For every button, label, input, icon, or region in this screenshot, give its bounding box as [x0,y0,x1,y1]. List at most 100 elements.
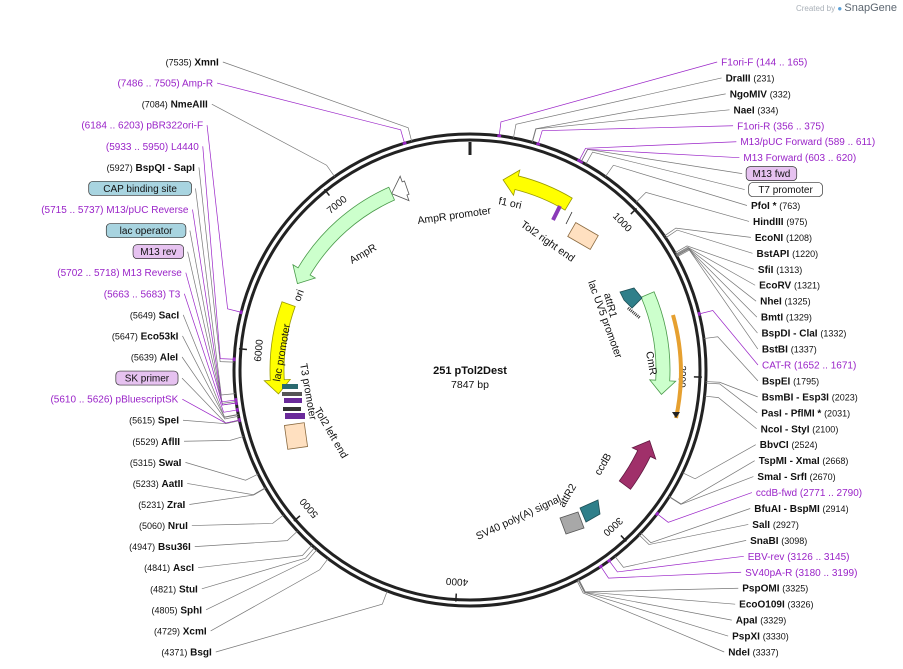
site-position: (5647) [112,331,138,341]
site-label-bsmbi-esp3i: BsmBI - Esp3I (2023) [762,392,858,403]
leader-5927-bspqi-sapi [198,167,235,363]
leader-2927-sali [638,524,749,545]
leader-3098-snabi [614,540,747,568]
leader-5702-5718-m13-reverse [185,272,237,406]
site-label-xcmi: (4729) XcmI [154,626,207,637]
site-name: BbvCI [760,440,789,451]
leader-cat-r-1652-1671 [699,310,759,366]
site-position: (334) [757,105,778,115]
leader-1313-sfii [674,245,755,270]
site-name: NheI [760,297,782,308]
leader-ebv-rev-3126-3145 [608,555,744,573]
site-label-bspei: BspEI (1795) [762,376,819,387]
site-position: (2023) [832,392,858,402]
site-label-bspqi-sapi: (5927) BspQI - SapI [107,163,195,174]
site-name: PasI - PflMI * [761,408,821,419]
leader-5060-nrui [191,514,284,526]
site-position: (4805) [152,605,178,615]
site-label-sphi: (4805) SphI [152,605,203,616]
site-name: Eco53kI [141,331,179,342]
leader-2914-bfuai-bspmi [640,508,751,544]
leader-2031-pasi-pflmi [705,382,758,414]
site-label-nhei: NheI (1325) [760,297,810,308]
site-label-bmti: BmtI (1329) [761,313,812,324]
leader-4841-asci [198,544,313,569]
site-position: (1313) [776,265,802,275]
site-name: NgoMIV [730,89,768,100]
leader-5610-5626-pbluescriptsk [182,398,240,424]
leader-5529-aflii [184,436,244,442]
leader-2524-bbvci [682,444,756,480]
leader-7535-xmni [222,61,412,142]
outer-labels: F1ori-F (144 .. 165)DraIII (231)NgoMIV (… [41,58,875,659]
site-name: AleI [160,353,179,364]
leader-m13-fwd [580,149,743,174]
site-name: BsgI [190,648,212,659]
site-position: (2668) [822,456,848,466]
primer-label-ccdb-fwd-2771-2790: ccdB-fwd (2771 .. 2790) [756,488,862,499]
site-label-draiii: DraIII (231) [726,73,775,84]
ruler-tick-7000 [323,188,331,197]
leader-2670-smai-srfi [668,476,754,505]
leader-3330-pspxi [577,579,729,637]
site-name: BstBI [762,345,788,356]
ruler-label-3000: 3000 [600,515,624,538]
leader-5615-spei [182,419,240,425]
site-name: PfoI * [751,201,777,212]
leader-4371-bsgi [215,590,388,653]
site-name: BspDI - ClaI [761,329,817,340]
leader-f1ori-f-144-165 [498,61,718,136]
site-name: HindIII [753,217,784,228]
site-label-bspdi-clai: BspDI - ClaI (1332) [761,329,846,340]
leader-5231-zrai [189,487,266,505]
primer-label-5933-5950-l4440: (5933 .. 5950) L4440 [106,142,199,153]
leader-m13-puc-forward-589-611 [578,141,737,161]
ruler-tick-6000 [238,347,248,351]
site-label-bsu36i: (4947) Bsu36I [129,542,191,553]
site-label-zrai: (5231) ZraI [138,500,185,511]
label-attr2: attR2 [556,482,579,510]
site-position: (1220) [792,249,818,259]
site-label-bstbi: BstBI (1337) [762,345,817,356]
primer-label-5715-5737-m13-puc-reverse: (5715 .. 5737) M13/pUC Reverse [41,205,189,216]
site-label-hindiii: HindIII (975) [753,217,807,228]
site-position: (3330) [763,632,789,642]
site-label-eco53ki: (5647) Eco53kI [112,331,179,342]
site-name: NaeI [734,105,755,116]
site-name: SwaI [159,458,182,469]
site-position: (7084) [142,100,168,110]
primer-mark-sv40pa-r [598,564,604,569]
box-label-lac-operator: lac operator [120,226,173,237]
primer-label-cat-r-1652-1671: CAT-R (1652 .. 1671) [762,360,856,371]
site-name: PspOMI [742,584,779,595]
attr2-block [579,499,601,523]
primer-label-m13-forward-603-620: M13 Forward (603 .. 620) [743,153,856,164]
site-name: BsmBI - Esp3I [762,392,829,403]
primer-label-5663-5683-t3: (5663 .. 5683) T3 [104,289,181,300]
tol2-right-end-block [551,205,599,250]
site-position: (5060) [139,521,165,531]
site-name: SmaI - SrfI [757,472,807,483]
site-position: (5639) [131,353,157,363]
box-label-sk-primer: SK primer [125,374,170,385]
site-name: SfiI [758,265,774,276]
site-label-pspxi: PspXI (3330) [732,632,789,643]
site-name: TspMI - XmaI [759,456,820,467]
site-position: (4821) [150,584,176,594]
ruler-label-4000: 4000 [445,575,468,587]
leader-4729-xcmi [210,558,329,632]
leader-2668-tspmi-xmai [669,460,755,505]
site-name: SpeI [158,416,179,427]
site-position: (4841) [144,563,170,573]
branding: Created by ● SnapGene [796,2,897,14]
leader-3337-ndei [576,580,725,653]
leader-1795-bspei [703,336,759,382]
site-name: BspEI [762,376,791,387]
label-ccdb: ccdB [592,451,614,477]
site-label-sali: SalI (2927) [752,520,799,531]
site-name: NmeAIII [171,100,208,111]
primer-mark-amp-r [402,141,407,145]
leader-231-draiii [513,77,722,139]
site-name: NruI [168,521,188,532]
